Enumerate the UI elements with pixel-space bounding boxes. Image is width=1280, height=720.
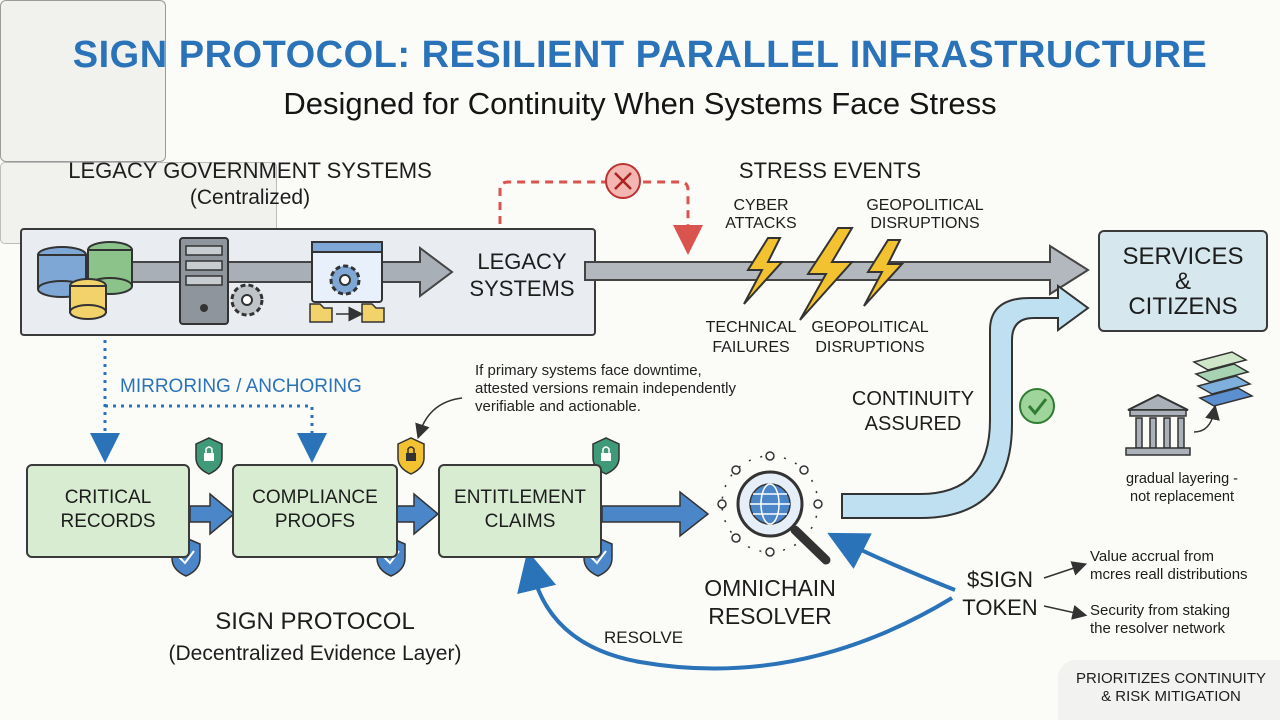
legacy-section-title: LEGACY GOVERNMENT SYSTEMS — [68, 158, 432, 183]
stress-technical-failures: TECHNICAL FAILURES — [696, 318, 806, 358]
check-icon — [1019, 388, 1055, 424]
sign-token-label: $SIGN TOKEN — [950, 566, 1050, 622]
services-label-line1: SERVICES — [1122, 243, 1244, 270]
stress-events-title: STRESS EVENTS — [738, 158, 922, 183]
benefit1-line1: Value accrual from — [1090, 548, 1214, 565]
lightning-bolt-icon — [743, 227, 905, 321]
geo-top-line1: GEOPOLITICAL — [866, 197, 984, 214]
footer-line1: PRIORITIZES CONTINUITY — [1075, 670, 1266, 687]
gradual-layering-box — [0, 0, 166, 162]
entitlement-line2: CLAIMS — [484, 511, 556, 532]
resolver-line2: RESOLVER — [708, 603, 832, 629]
evidence-flow-arrows — [189, 490, 710, 538]
geo-bottom-line2: DISRUPTIONS — [815, 339, 925, 356]
critical-line2: RECORDS — [60, 511, 156, 532]
page-title: SIGN PROTOCOL: RESILIENT PARALLEL INFRAS… — [72, 34, 1208, 76]
services-citizens-box: SERVICES & CITIZENS — [1098, 230, 1268, 332]
cyber-line2: ATTACKS — [725, 215, 797, 232]
magnifier-globe-icon — [717, 451, 831, 565]
tech-line2: FAILURES — [712, 339, 790, 356]
note-pointer-arrow — [415, 397, 463, 440]
services-label-line3: CITIZENS — [1128, 293, 1238, 320]
continuity-line2: ASSURED — [864, 413, 962, 435]
cyber-line1: CYBER — [733, 197, 789, 214]
omnichain-resolver-label: OMNICHAIN RESOLVER — [690, 574, 850, 630]
compliance-line1: COMPLIANCE — [252, 487, 378, 508]
services-label-line2: & — [1174, 268, 1191, 295]
legacy-node-line1: LEGACY — [477, 249, 567, 274]
compliance-proofs-box: COMPLIANCE PROOFS — [232, 464, 398, 558]
layering-line1: gradual layering - — [1125, 471, 1239, 487]
database-icon — [37, 241, 133, 320]
critical-line1: CRITICAL — [64, 487, 152, 508]
browser-window-icon — [311, 241, 383, 303]
stress-geopolitical-top: GEOPOLITICAL DISRUPTIONS — [850, 197, 1000, 233]
continuity-line1: CONTINUITY — [851, 388, 975, 410]
entitlement-claims-box: ENTITLEMENT CLAIMS — [438, 464, 602, 558]
mirroring-dotted-lines — [90, 340, 327, 463]
benefit1-line2: mcres reall distributions — [1090, 566, 1248, 583]
token-line1: $SIGN — [966, 567, 1034, 592]
legacy-node-line2: SYSTEMS — [469, 276, 575, 301]
token-line2: TOKEN — [962, 595, 1038, 620]
stress-cyber-attacks: CYBER ATTACKS — [706, 197, 816, 233]
token-benefit-value: Value accrual from mcres reall distribut… — [1090, 548, 1280, 584]
downtime-note-text: If primary systems face downtime, attest… — [475, 362, 736, 415]
critical-records-box: CRITICAL RECORDS — [26, 464, 190, 558]
gear-icon — [230, 283, 264, 317]
error-x-icon — [605, 163, 641, 199]
footer-text: PRIORITIZES CONTINUITY & RISK MITIGATION — [1062, 670, 1280, 706]
resolve-arrows — [517, 532, 956, 671]
tech-line1: TECHNICAL — [705, 319, 797, 336]
legacy-systems-node: LEGACY SYSTEMS — [452, 248, 592, 302]
footer-line2: & RISK MITIGATION — [1101, 688, 1241, 705]
continuity-assured-label: CONTINUITY ASSURED — [838, 387, 988, 437]
continuity-arrow — [841, 284, 1090, 519]
sign-protocol-subtitle: (Decentralized Evidence Layer) — [168, 642, 462, 665]
gradual-layering-text: gradual layering - not replacement — [1102, 470, 1262, 506]
compliance-line2: PROOFS — [274, 511, 356, 532]
layers-icon — [1192, 351, 1254, 433]
folder-icon — [309, 303, 385, 323]
page-subtitle: Designed for Continuity When Systems Fac… — [283, 86, 997, 121]
server-icon — [179, 237, 229, 325]
benefit2-line1: Security from staking — [1090, 602, 1231, 619]
resolver-line1: OMNICHAIN — [704, 575, 836, 601]
layering-line2: not replacement — [1130, 489, 1234, 505]
token-pointer-lines — [1043, 561, 1088, 620]
token-benefit-security: Security from staking the resolver netwo… — [1090, 602, 1280, 638]
geo-top-line2: DISRUPTIONS — [870, 215, 980, 232]
entitlement-line1: ENTITLEMENT — [454, 487, 586, 508]
mirroring-label: MIRRORING / ANCHORING — [120, 376, 362, 397]
stress-geopolitical-bottom: GEOPOLITICAL DISRUPTIONS — [800, 318, 940, 358]
resolve-label: RESOLVE — [604, 628, 684, 647]
footer-box — [1058, 660, 1280, 720]
bank-icon — [1125, 393, 1191, 456]
disruption-dashed-path — [498, 180, 703, 255]
legacy-internal-arrow — [129, 246, 454, 298]
sign-protocol-title: SIGN PROTOCOL — [215, 608, 415, 635]
benefit2-line2: the resolver network — [1090, 620, 1226, 637]
legacy-section-subtitle: (Centralized) — [189, 186, 311, 209]
geo-bottom-line1: GEOPOLITICAL — [811, 319, 929, 336]
